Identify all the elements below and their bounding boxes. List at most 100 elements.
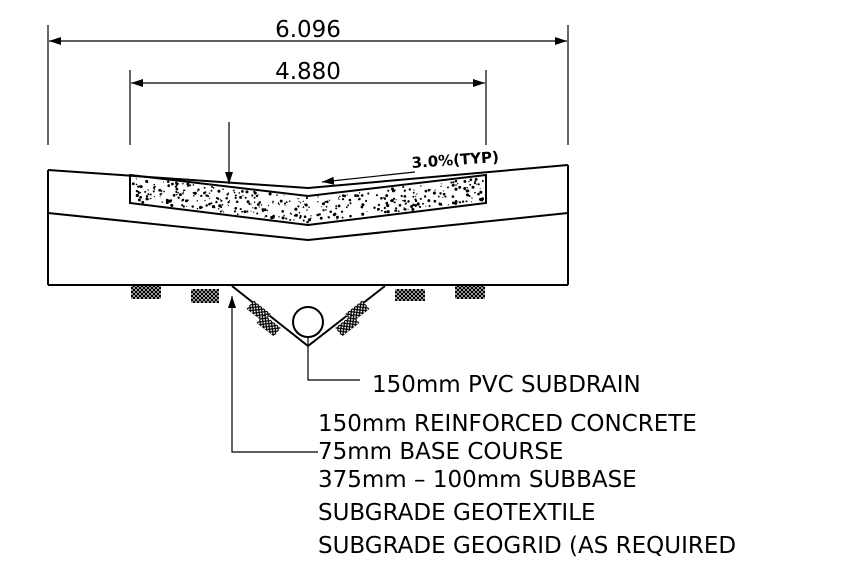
stipple-dot xyxy=(204,199,206,202)
stipple-dot xyxy=(454,199,458,203)
stipple-dot xyxy=(412,191,415,194)
stipple-dot xyxy=(398,203,402,207)
stipple-dot xyxy=(175,190,178,193)
slope-label: 3.0%(TYP) xyxy=(411,148,499,172)
stipple-dot xyxy=(442,192,446,196)
stipple-dot xyxy=(168,199,172,203)
stipple-dot xyxy=(461,200,465,203)
layer-label: 375mm – 100mm SUBBASE xyxy=(318,467,637,493)
stipple-dot xyxy=(236,201,238,203)
stipple-dot xyxy=(465,193,470,197)
stipple-dot xyxy=(454,179,458,183)
stipple-dot xyxy=(481,179,484,183)
stipple-dot xyxy=(158,188,162,192)
stipple-dot xyxy=(227,204,230,207)
stipple-dot xyxy=(234,207,237,210)
stipple-dot xyxy=(139,185,143,189)
stipple-dot xyxy=(211,205,216,209)
stipple-dot xyxy=(403,189,406,192)
stipple-dot xyxy=(341,197,345,201)
stipple-dot xyxy=(419,197,422,200)
stipple-dot xyxy=(446,186,450,189)
stipple-dot xyxy=(383,210,387,214)
stipple-dot xyxy=(285,217,288,220)
stipple-dot xyxy=(170,203,174,207)
stipple-dot xyxy=(469,178,473,182)
trench-width-label: 4.880 xyxy=(275,59,341,85)
stipple-dot xyxy=(480,199,483,202)
stipple-dot xyxy=(298,201,300,203)
stipple-dot xyxy=(459,201,462,204)
stipple-dot xyxy=(337,204,341,208)
stipple-dot xyxy=(324,200,327,203)
stipple-dot xyxy=(473,181,477,185)
stipple-dot xyxy=(394,209,397,212)
stipple-dot xyxy=(209,197,211,199)
stipple-dot xyxy=(175,181,178,185)
stipple-dot xyxy=(182,192,184,195)
stipple-dot xyxy=(465,190,468,193)
stipple-dot xyxy=(433,199,437,203)
stipple-dot xyxy=(293,214,296,217)
stipple-dot xyxy=(403,207,405,209)
stipple-dot xyxy=(383,197,387,200)
stipple-dot xyxy=(457,183,459,185)
stipple-dot xyxy=(221,210,223,212)
stipple-dot xyxy=(392,197,396,200)
stipple-dot xyxy=(336,218,338,220)
stipple-dot xyxy=(402,185,405,189)
stipple-dot xyxy=(239,208,242,211)
stipple-dot xyxy=(325,205,328,208)
stipple-dot xyxy=(465,200,468,203)
stipple-dot xyxy=(408,188,412,191)
stipple-dot xyxy=(225,196,228,200)
stipple-dot xyxy=(306,220,309,224)
stipple-dot xyxy=(218,204,222,208)
stipple-dot xyxy=(219,199,221,201)
stipple-dot xyxy=(193,194,195,197)
stipple-dot xyxy=(178,183,180,185)
stipple-dot xyxy=(220,199,223,202)
stipple-dot xyxy=(182,182,184,185)
stipple-dot xyxy=(304,203,308,207)
stipple-dot xyxy=(167,184,171,188)
stipple-dot xyxy=(414,203,418,207)
stipple-dot xyxy=(240,189,244,193)
stipple-dot xyxy=(199,205,203,210)
stipple-dot xyxy=(325,200,329,204)
stipple-dot xyxy=(440,185,442,187)
stipple-dot xyxy=(153,183,156,186)
stipple-dot xyxy=(397,210,400,213)
stipple-dot xyxy=(316,213,320,217)
stipple-dot xyxy=(281,216,285,220)
stipple-dot xyxy=(272,200,274,203)
stipple-dot xyxy=(294,207,298,211)
stipple-dot xyxy=(182,191,185,193)
stipple-dot xyxy=(220,206,223,208)
stipple-dot xyxy=(186,182,190,186)
stipple-dot xyxy=(223,211,225,213)
stipple-dot xyxy=(367,192,370,195)
stipple-dot xyxy=(335,205,338,207)
stipple-dot xyxy=(303,215,307,219)
stipple-dot xyxy=(147,189,149,191)
stipple-dot xyxy=(153,196,156,198)
stipple-dot xyxy=(268,192,272,196)
stipple-dot xyxy=(385,194,389,198)
stipple-dot xyxy=(177,191,179,194)
stipple-dot xyxy=(302,200,304,203)
stipple-dot xyxy=(192,184,195,186)
stipple-dot xyxy=(305,196,308,200)
stipple-dot xyxy=(159,193,162,196)
stipple-dot xyxy=(245,190,249,194)
stipple-dot xyxy=(335,207,338,210)
layer-label: 150mm PVC SUBDRAIN xyxy=(372,372,641,398)
layer-labels: 150mm PVC SUBDRAIN 150mm REINFORCED CONC… xyxy=(318,372,736,559)
stipple-dot xyxy=(217,208,220,210)
concrete-slab-outline xyxy=(129,173,487,227)
stipple-dot xyxy=(418,205,422,208)
base-course-boundary xyxy=(47,212,569,242)
stipple-dot xyxy=(250,203,252,205)
stipple-dot xyxy=(261,208,265,211)
